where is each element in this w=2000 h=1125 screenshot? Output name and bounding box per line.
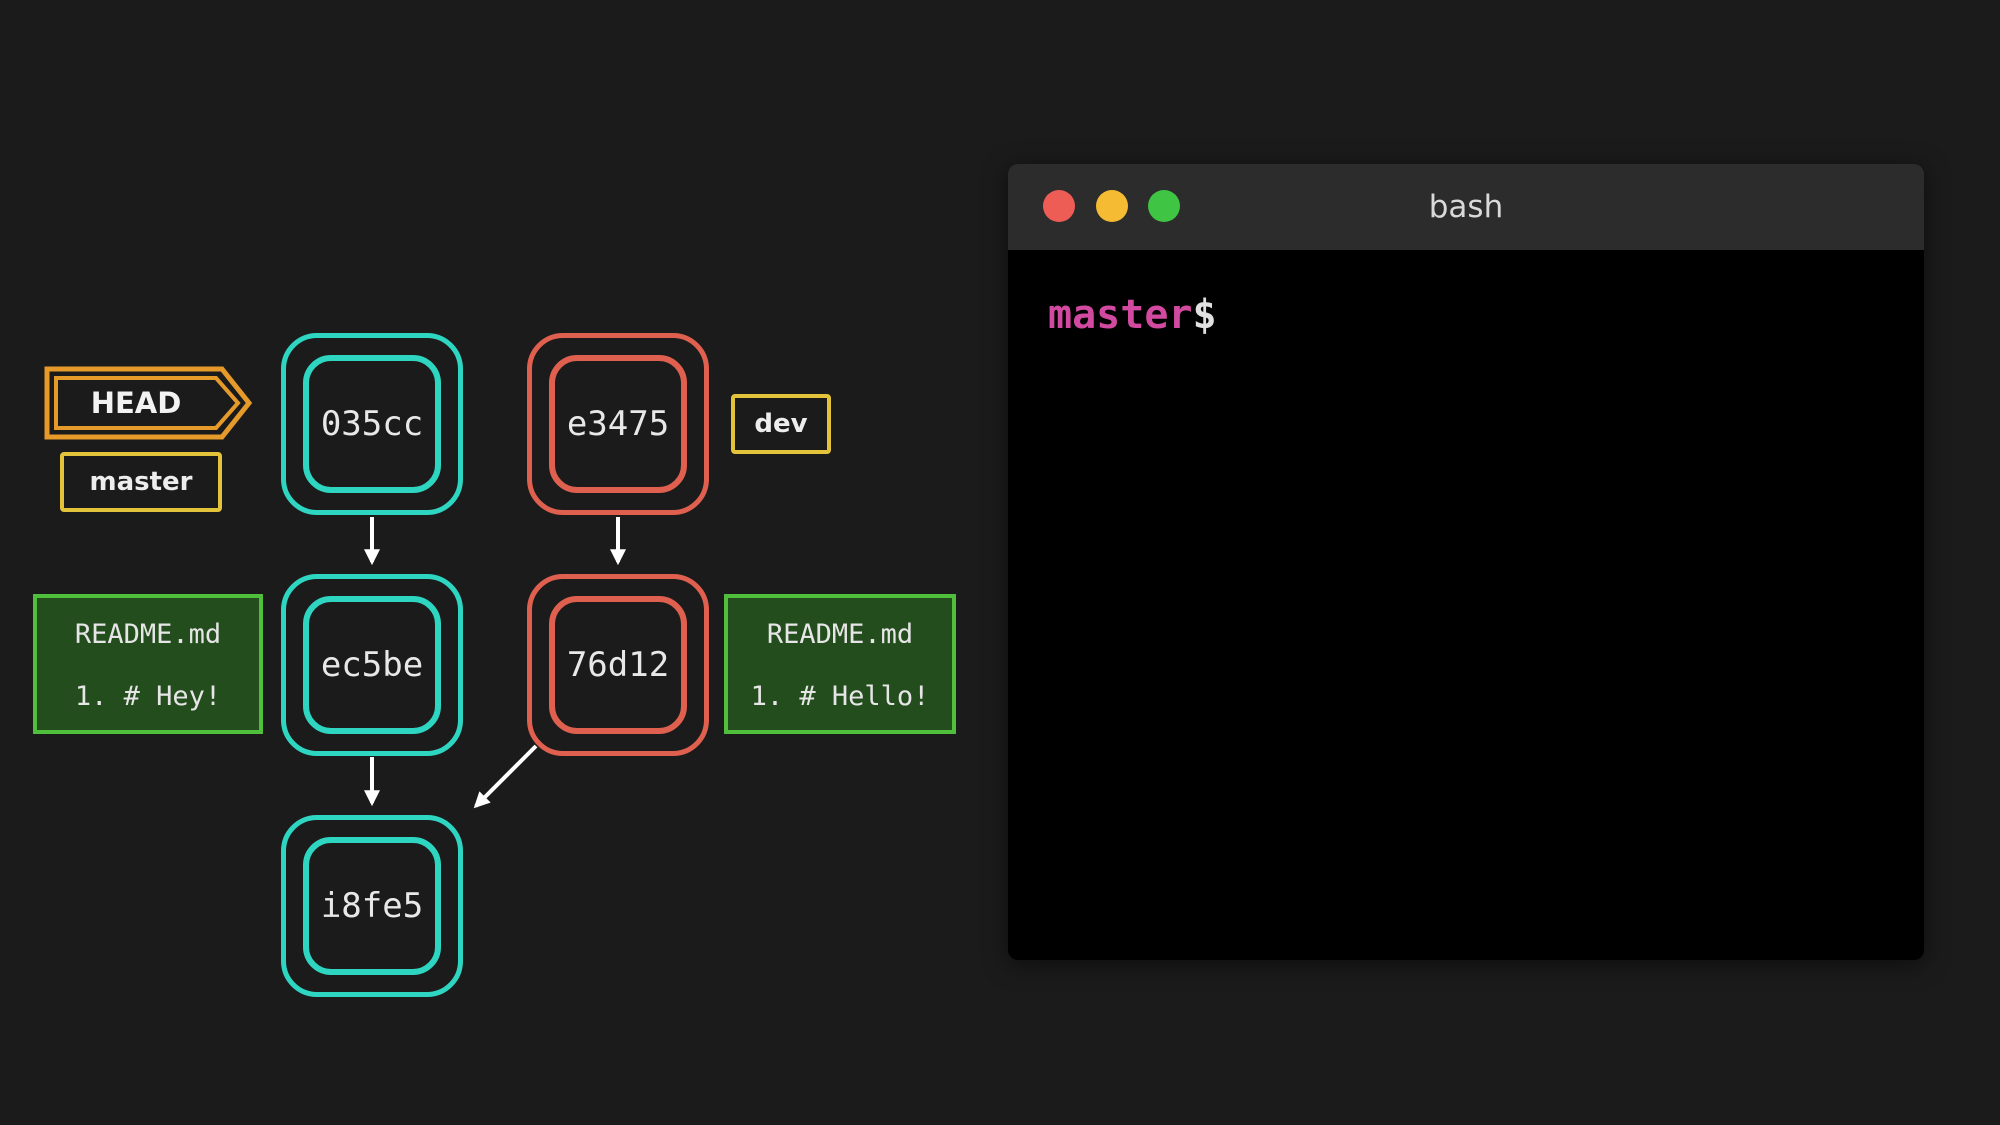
arrow-76d12-to-i8fe5 [473,744,538,809]
commit-hash: 035cc [303,355,441,493]
commit-hash: 76d12 [549,596,687,734]
branch-label-dev: dev [731,394,831,454]
terminal-title: bash [1428,189,1504,225]
branch-label-master-text: master [89,467,193,497]
minimize-button[interactable] [1096,190,1128,222]
file-content-dev: README.md 1. # Hello! [724,594,956,734]
head-pointer: HEAD [44,366,254,440]
commit-hash: i8fe5 [303,837,441,975]
commit-node: 76d12 [527,574,709,756]
file-content-master: README.md 1. # Hey! [33,594,263,734]
commit-arrows [364,517,626,809]
branch-label-dev-text: dev [754,409,808,439]
commit-node: ec5be [281,574,463,756]
file-name: README.md [74,619,222,650]
terminal-window[interactable]: bash master$ [1008,164,1924,960]
file-line: 1. # Hey! [74,681,222,712]
file-name: README.md [766,619,914,650]
prompt-symbol: $ [1192,292,1217,338]
terminal-titlebar[interactable]: bash [1008,164,1924,250]
commit-node: e3475 [527,333,709,515]
maximize-button[interactable] [1148,190,1180,222]
head-label: HEAD [90,386,182,420]
head-pointer-shape [44,366,253,440]
commit-node: i8fe5 [281,815,463,997]
commit-hash: ec5be [303,596,441,734]
terminal-prompt[interactable]: master$ [1048,292,1217,338]
file-line: 1. # Hello! [750,681,930,712]
prompt-branch: master [1048,292,1193,338]
close-button[interactable] [1043,190,1075,222]
branch-label-master: master [60,452,222,512]
commit-hash: e3475 [549,355,687,493]
commit-node: 035cc [281,333,463,515]
